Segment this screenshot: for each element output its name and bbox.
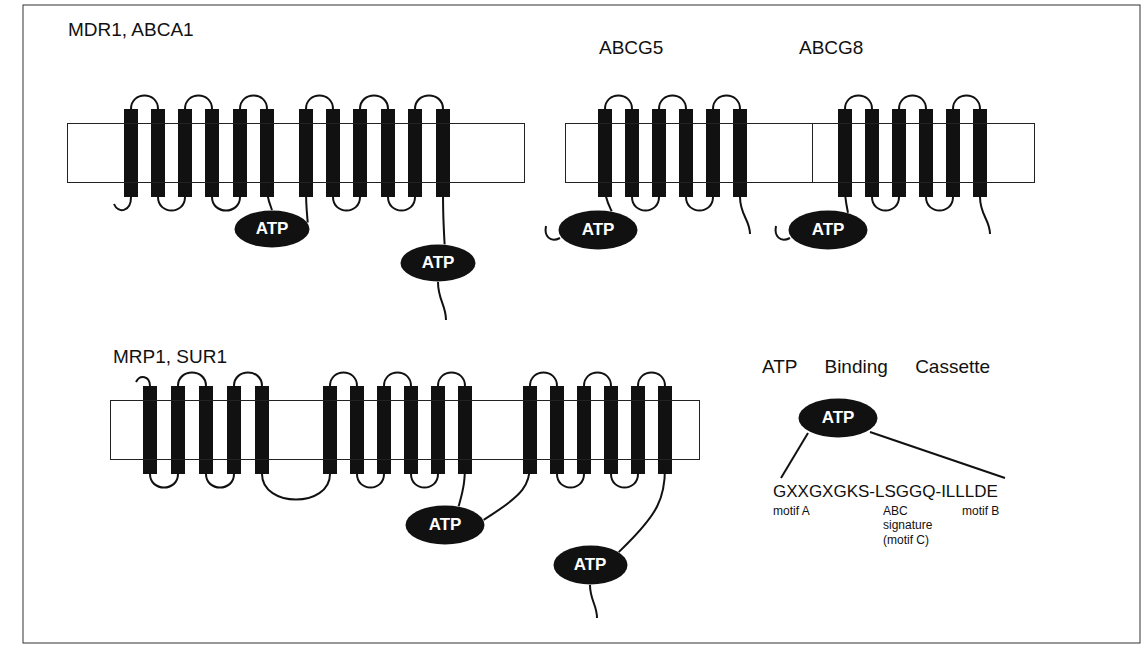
atp-binding-cassette: ATP <box>234 210 310 248</box>
peptide-loop <box>872 197 899 211</box>
atp-binding-cassette: ATP <box>558 210 638 250</box>
transporter-name: MDR1, ABCA1 <box>68 19 194 41</box>
peptide-loop <box>306 96 333 110</box>
peptide-loop <box>178 373 206 387</box>
atp-label: ATP <box>574 555 607 575</box>
sequence-motif: GXXGXGKS-LSGGQ-ILLLDE <box>773 482 998 502</box>
atp-binding-cassette: ATP <box>788 210 868 250</box>
peptide-loop <box>158 197 185 211</box>
atp-binding-cassette: ATP <box>798 398 878 438</box>
peptide-loop <box>781 433 808 478</box>
peptide-loop <box>899 96 926 110</box>
peptide-loop <box>212 197 240 211</box>
peptide-loop <box>438 373 465 387</box>
peptide-loop <box>638 373 665 387</box>
peptide-loop <box>870 432 1005 478</box>
peptide-loop <box>262 474 330 500</box>
peptide-loop <box>926 197 953 211</box>
atp-binding-cassette: ATP <box>553 545 628 585</box>
peptide-loop <box>240 96 267 110</box>
transporter-name: ABCG8 <box>799 37 863 59</box>
peptide-linker <box>267 183 272 210</box>
atp-ellipse <box>789 211 868 250</box>
peptide-loops <box>114 96 1005 619</box>
peptide-loop <box>590 585 597 618</box>
peptide-loop <box>740 197 750 234</box>
peptide-loop <box>136 377 150 386</box>
atp-label: ATP <box>429 515 462 535</box>
peptide-loop <box>713 96 740 110</box>
peptide-loop <box>546 226 560 240</box>
atp-label: ATP <box>582 220 615 240</box>
atp-ellipse <box>553 546 627 585</box>
peptide-loop <box>605 96 632 110</box>
peptide-loop <box>384 373 411 387</box>
membrane-domain: MRP1, SUR1 <box>110 400 700 460</box>
peptide-linker <box>459 460 465 506</box>
atp-binding-cassette: ATP <box>405 505 485 545</box>
peptide-loop <box>776 226 790 240</box>
peptide-loop <box>611 474 638 488</box>
peptide-loop <box>388 197 415 211</box>
motif-label: motif A <box>773 504 810 518</box>
peptide-loop <box>415 96 443 110</box>
peptide-loop <box>845 96 872 110</box>
peptide-loop <box>980 197 990 234</box>
peptide-loop <box>686 197 713 211</box>
peptide-linker <box>306 183 308 223</box>
peptide-loop <box>438 282 446 320</box>
peptide-loop <box>131 96 158 110</box>
motif-label: ABC signature (motif C) <box>883 504 945 547</box>
peptide-loop <box>411 474 438 488</box>
legend-title: ATP Binding Cassette <box>762 356 990 379</box>
peptide-loop <box>234 373 262 387</box>
peptide-loop <box>953 96 980 110</box>
peptide-loop <box>150 474 178 488</box>
peptide-loop <box>333 197 360 211</box>
peptide-linker <box>845 183 848 213</box>
peptide-loop <box>632 197 659 211</box>
peptide-loop <box>185 96 212 110</box>
peptide-loop <box>206 474 234 488</box>
peptide-loop <box>659 96 686 110</box>
peptide-loop <box>330 373 357 387</box>
atp-label: ATP <box>822 408 855 428</box>
atp-ellipse <box>401 245 476 282</box>
atp-ellipse <box>235 211 310 248</box>
atp-label: ATP <box>812 220 845 240</box>
membrane-domain: ABCG8 <box>812 123 1035 183</box>
peptide-loop <box>114 197 131 210</box>
peptide-loop <box>360 96 388 110</box>
figure-frame <box>23 5 1140 643</box>
motif-label: motif B <box>962 504 999 518</box>
atp-label: ATP <box>422 253 455 273</box>
peptide-linker <box>484 460 530 520</box>
helices <box>124 109 987 474</box>
peptide-linker <box>605 183 612 211</box>
membrane-domain: MDR1, ABCA1 <box>67 123 525 183</box>
transporter-name: MRP1, SUR1 <box>113 346 227 368</box>
atp-label: ATP <box>256 219 289 239</box>
peptide-linker <box>619 460 665 552</box>
peptide-loop <box>557 474 584 488</box>
transporter-name: ABCG5 <box>599 37 663 59</box>
atp-ellipse <box>559 211 638 250</box>
peptide-loop <box>357 474 384 488</box>
membrane-domain: ABCG5 <box>565 123 813 183</box>
atp-ellipse <box>799 399 878 438</box>
peptide-loop <box>530 373 557 387</box>
peptide-linker <box>443 183 445 244</box>
peptide-loop <box>584 373 611 387</box>
atp-binding-cassette: ATP <box>400 244 476 282</box>
atp-ellipse <box>406 506 485 545</box>
